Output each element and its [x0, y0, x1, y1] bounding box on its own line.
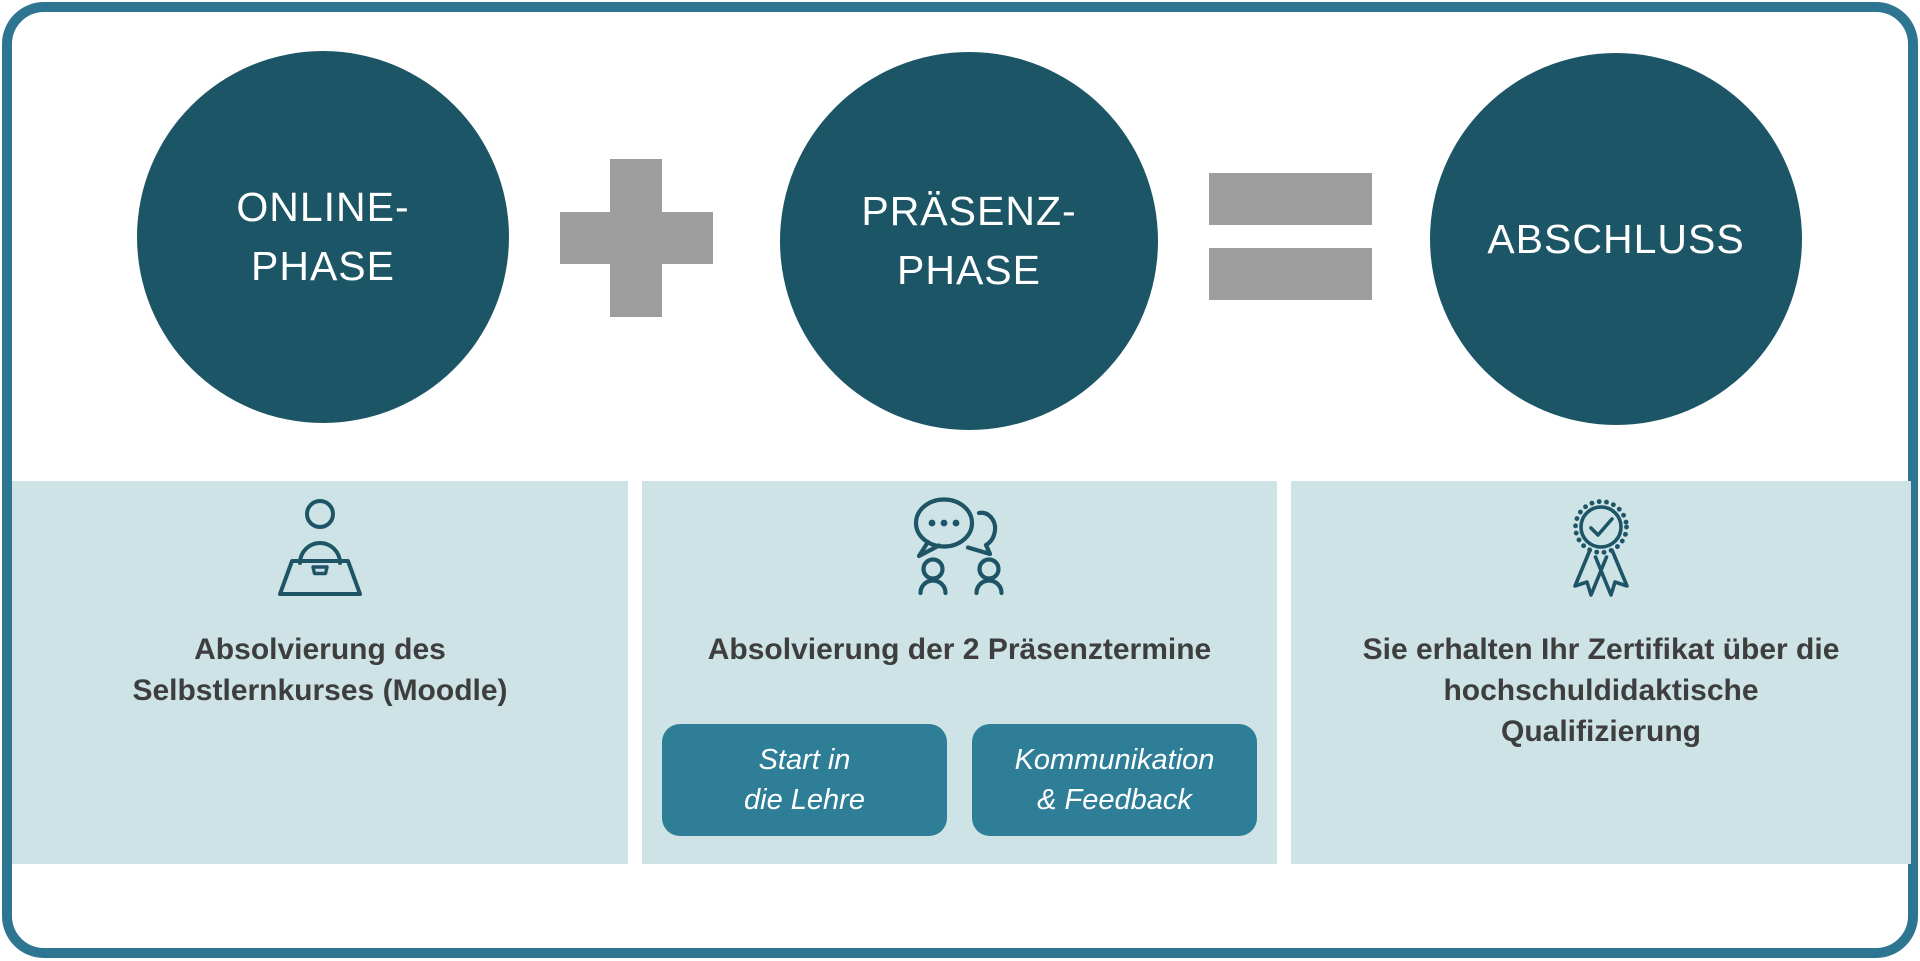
- circle-online-phase: ONLINE- PHASE: [137, 51, 509, 423]
- phase-description-online: Absolvierung des Selbstlernkurses (Moodl…: [132, 633, 508, 707]
- phase-box-online: Absolvierung des Selbstlernkurses (Moodl…: [12, 481, 628, 864]
- phase-description-praesenz: Absolvierung der 2 Präsenztermine: [707, 633, 1212, 666]
- circle-abschluss-label: ABSCHLUSS: [1487, 215, 1745, 262]
- equals-bar-bottom: [1209, 248, 1372, 300]
- circle-abschluss: ABSCHLUSS: [1430, 53, 1802, 425]
- praesenz-buttons-row: Start in die Lehre Kommunikation & Feedb…: [662, 724, 1257, 836]
- circle-praesenz-phase-label: PRÄSENZ- PHASE: [861, 188, 1077, 293]
- button-start-in-die-lehre-label: Start in die Lehre: [744, 744, 865, 816]
- equals-bar-top: [1209, 173, 1372, 225]
- phase-box-praesenz: Absolvierung der 2 Präsenztermine Start …: [642, 481, 1277, 864]
- phase-box-abschluss: Sie erhalten Ihr Zertifikat über die hoc…: [1291, 481, 1911, 864]
- circle-online-phase-label: ONLINE- PHASE: [236, 184, 410, 289]
- phase-description-abschluss: Sie erhalten Ihr Zertifikat über die hoc…: [1362, 633, 1840, 748]
- person-at-laptop-icon: [270, 497, 370, 601]
- button-kommunikation-feedback-label: Kommunikation & Feedback: [1014, 744, 1215, 816]
- two-people-chatting-icon: [906, 497, 1014, 601]
- equals-icon: [1209, 173, 1372, 300]
- plus-bar-horizontal: [560, 212, 713, 264]
- button-start-in-die-lehre[interactable]: Start in die Lehre: [662, 724, 947, 836]
- button-kommunikation-feedback[interactable]: Kommunikation & Feedback: [972, 724, 1257, 836]
- circle-praesenz-phase: PRÄSENZ- PHASE: [780, 52, 1158, 430]
- plus-icon: [560, 159, 713, 317]
- award-ribbon-icon: [1566, 497, 1636, 601]
